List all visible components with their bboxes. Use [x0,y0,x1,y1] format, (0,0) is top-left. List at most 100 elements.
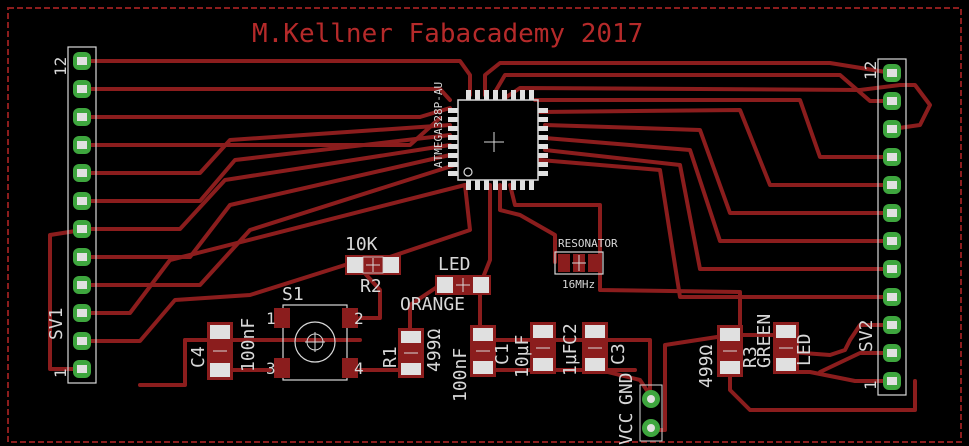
mcu-pad [448,135,458,140]
r2-name: R2 [360,276,382,297]
mcu-pad [538,117,548,122]
header-sv1: SV1 1 12 [46,46,97,384]
traces-left [48,59,472,371]
led-orange: LED ORANGE [400,254,491,315]
sv1-pin-hole [77,169,87,177]
switch-s1: S1 1 2 3 4 [266,284,364,381]
mcu-pad [493,90,498,100]
resistor-r3: 499Ω R3 [696,325,761,388]
r3-name: R3 [740,346,761,368]
sv2-pin-hole [887,125,897,133]
mcu-pad [448,126,458,131]
sv1-pin12-label: 12 [51,57,70,76]
green-led-bottom-label: LED [794,333,815,366]
c2-value: 10µF [512,335,533,378]
c2-value2: 1µF [560,343,581,376]
resonator: RESONATOR 16MHz [554,237,618,291]
sv2-pin-hole [887,377,897,385]
board-outline [7,7,962,443]
mcu-pad [529,90,534,100]
mcu-label: ATMEGA328P-AU [432,82,445,168]
mcu-pad [511,180,516,190]
c2-name: C2 [560,323,581,345]
mcu-pad [448,162,458,167]
header-sv2: SV2 1 12 [856,58,907,396]
switch-pin4: 4 [354,359,364,378]
mcu-pad [502,180,507,190]
c4-value: 100nF [238,318,259,372]
mcu-pad [538,126,548,131]
sv2-pin-hole [887,153,897,161]
capacitor-c4: C4 100nF [188,318,259,380]
sv1-pin-hole [77,281,87,289]
led-green: GREEN LED [754,314,815,374]
sv2-pin-hole [887,265,897,273]
sv2-pin-hole [887,69,897,77]
resistor-r2: 10K R2 [345,234,401,297]
sv2-pin-hole [887,209,897,217]
r2-value: 10K [345,234,378,255]
mcu-pad [529,180,534,190]
sv1-pin-hole [77,197,87,205]
gnd-label: GND [616,372,637,405]
sv2-pin-hole [887,293,897,301]
resistor-r1: R1 499Ω [380,328,445,378]
mcu-pad [466,90,471,100]
sv2-pin1-label: 1 [861,380,880,390]
traces-right [483,61,932,412]
mcu-pad [538,153,548,158]
led-orange-bottom-label: ORANGE [400,294,465,315]
switch-pin3: 3 [266,359,276,378]
capacitor-c3: C3 [582,322,629,374]
sv1-pin-hole [77,113,87,121]
green-led-top-label: GREEN [754,314,775,368]
vcc-label: VCC [616,412,637,445]
sv2-pin-hole [887,97,897,105]
r3-value: 499Ω [696,344,717,388]
sv1-pin-hole [77,337,87,345]
mcu-atmega328: ATMEGA328P-AU [432,82,548,190]
led-orange-top-label: LED [438,254,471,275]
sv1-label: SV1 [46,307,67,340]
board-title: M.Kellner Fabacademy 2017 [252,19,643,49]
r1-name: R1 [380,346,401,368]
mcu-pad [538,108,548,113]
sv1-pin-hole [77,253,87,261]
mcu-pad [448,144,458,149]
sv2-label: SV2 [856,319,877,352]
sv2-pin-hole [887,349,897,357]
mcu-pad [475,90,480,100]
mcu-pad [520,90,525,100]
mcu-pad [475,180,480,190]
mcu-pad [448,153,458,158]
r1-value: 499Ω [424,328,445,372]
sv1-pin-hole [77,141,87,149]
mcu-pad [484,90,489,100]
mcu-pad [448,171,458,176]
mcu-pad [466,180,471,190]
sv1-pin-hole [77,309,87,317]
mcu-pad [538,144,548,149]
mcu-pad [538,171,548,176]
mcu-pad [538,135,548,140]
sv2-pin-hole [887,237,897,245]
sv1-pin1-label: 1 [51,368,70,378]
mcu-pad [520,180,525,190]
switch-label: S1 [282,284,304,305]
mcu-pad [448,117,458,122]
sv2-pin-hole [887,321,897,329]
switch-pin1: 1 [266,309,276,328]
mcu-pad [493,180,498,190]
sv1-pin-hole [77,85,87,93]
c4-name: C4 [188,346,209,368]
capacitor-c2: 10µF 1µF C2 [512,322,581,378]
c1-value: 100nF [450,348,471,402]
sv2-pin12-label: 12 [861,61,880,80]
sv1-pin-hole [77,225,87,233]
switch-pin2: 2 [354,309,364,328]
c3-name: C3 [608,343,629,365]
mcu-pad [511,90,516,100]
mcu-pad [484,180,489,190]
sv2-pin-hole [887,181,897,189]
